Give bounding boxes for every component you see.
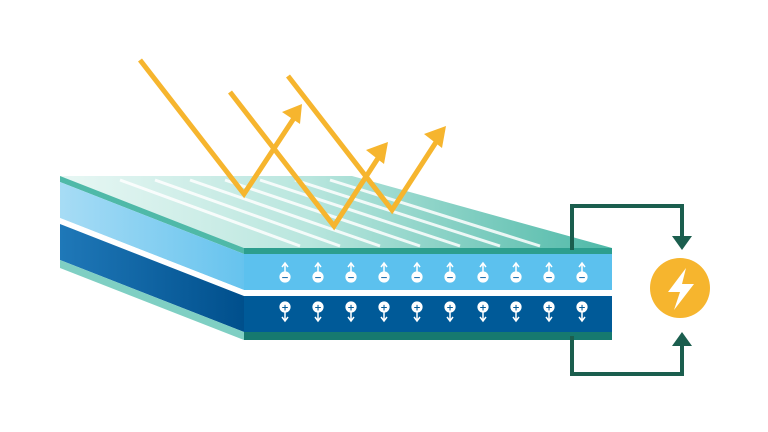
- light-rays: [138, 58, 446, 231]
- p-layer-side: [60, 224, 244, 332]
- circuit-wire-bottom: [570, 336, 684, 376]
- svg-text:−: −: [512, 274, 520, 284]
- circuit-wire-top: [570, 204, 684, 250]
- svg-text:+: +: [512, 304, 520, 314]
- electron-carrier: −: [411, 261, 423, 284]
- light-ray-1: [138, 58, 302, 199]
- junction-front: [244, 290, 612, 296]
- svg-text:+: +: [578, 304, 586, 314]
- svg-text:−: −: [479, 274, 487, 284]
- svg-text:−: −: [314, 274, 322, 284]
- glass-side-edge: [60, 176, 244, 254]
- back-contact-front: [244, 332, 612, 340]
- light-ray-3: [286, 74, 446, 215]
- hole-carrier: +: [345, 301, 357, 323]
- electron-carrier: −: [312, 261, 324, 284]
- svg-text:+: +: [413, 304, 421, 314]
- electron-carrier: −: [444, 261, 456, 284]
- hole-carrier: +: [510, 301, 522, 323]
- electron-carrier: −: [378, 261, 390, 284]
- electron-carrier: −: [279, 261, 291, 284]
- electron-row: −−−−−−−−−−: [279, 261, 588, 284]
- svg-text:−: −: [413, 274, 421, 284]
- svg-text:−: −: [545, 274, 553, 284]
- electron-carrier: −: [576, 261, 588, 284]
- back-contact-side: [60, 260, 244, 340]
- svg-text:−: −: [578, 274, 586, 284]
- hole-carrier: +: [477, 301, 489, 323]
- n-layer-side: [60, 182, 244, 290]
- svg-text:+: +: [446, 304, 454, 314]
- electron-carrier: −: [510, 261, 522, 284]
- electron-carrier: −: [477, 261, 489, 284]
- svg-text:−: −: [281, 274, 289, 284]
- svg-text:−: −: [347, 274, 355, 284]
- svg-text:+: +: [545, 304, 553, 314]
- circuit-arrow-down-icon: [672, 236, 692, 250]
- hole-carrier: +: [411, 301, 423, 323]
- svg-text:+: +: [314, 304, 322, 314]
- back-contact: [60, 260, 612, 340]
- hole-carrier: +: [543, 301, 555, 323]
- hole-carrier: +: [576, 301, 588, 323]
- hole-carrier: +: [312, 301, 324, 323]
- circuit-arrow-up-icon: [672, 332, 692, 346]
- svg-text:+: +: [479, 304, 487, 314]
- hole-carrier: +: [378, 301, 390, 323]
- glass-front-edge: [244, 248, 612, 254]
- hole-carrier: +: [444, 301, 456, 323]
- svg-text:+: +: [347, 304, 355, 314]
- electric-load: [650, 258, 710, 318]
- n-layer-front: [244, 254, 612, 290]
- hole-row: + + + + + + + + + +: [279, 301, 588, 323]
- electron-carrier: −: [543, 261, 555, 284]
- hole-carrier: +: [279, 301, 291, 323]
- junction-side: [60, 218, 244, 296]
- glass-cover: [60, 176, 612, 254]
- svg-text:+: +: [380, 304, 388, 314]
- p-layer-front: [244, 296, 612, 332]
- external-circuit: [570, 204, 692, 376]
- electron-carrier: −: [345, 261, 357, 284]
- lightning-bolt-icon: [668, 268, 694, 310]
- svg-text:−: −: [380, 274, 388, 284]
- svg-text:+: +: [281, 304, 289, 314]
- svg-text:−: −: [446, 274, 454, 284]
